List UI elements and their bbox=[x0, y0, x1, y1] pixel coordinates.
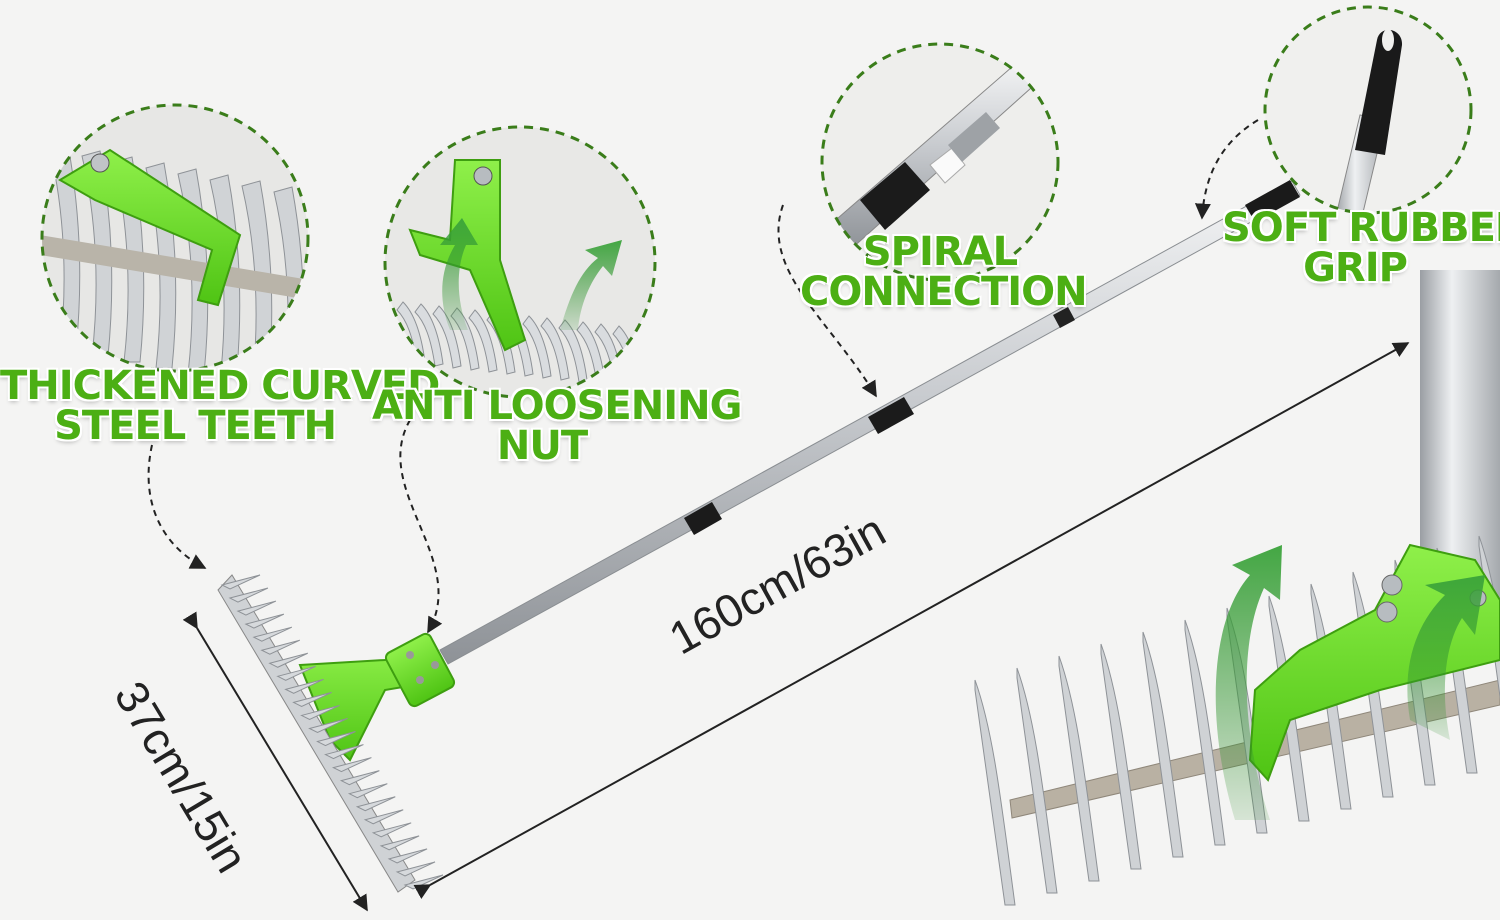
rake-tooth bbox=[1058, 655, 1100, 882]
callout-teeth-circle bbox=[40, 103, 310, 373]
rake-tooth bbox=[379, 835, 420, 851]
label-nut-line1: ANTI LOOSENING bbox=[372, 383, 742, 429]
label-spiral-line1: SPIRAL bbox=[862, 229, 1018, 275]
rake-tooth bbox=[228, 587, 269, 603]
width-dimension-line bbox=[182, 611, 368, 912]
rake-tooth bbox=[220, 574, 261, 590]
length-dimension-line bbox=[413, 342, 1410, 899]
label-teeth-line2: STEEL TEETH bbox=[54, 403, 337, 449]
rotate-arrow-icon bbox=[560, 240, 622, 330]
label-nut: ANTI LOOSENING NUT bbox=[372, 383, 742, 469]
label-teeth: THICKENED CURVED STEEL TEETH bbox=[0, 363, 440, 449]
label-spiral: SPIRAL CONNECTION bbox=[800, 229, 1088, 315]
pointer-spiral bbox=[777, 204, 877, 398]
label-grip: SOFT RUBBER GRIP bbox=[1222, 205, 1500, 291]
label-grip-line1: SOFT RUBBER bbox=[1222, 205, 1500, 251]
rake-tooth bbox=[522, 315, 552, 379]
label-spiral-line2: CONNECTION bbox=[800, 269, 1088, 315]
rotate-arrow-icon bbox=[1407, 575, 1485, 740]
callout-spiral-circle bbox=[820, 42, 1060, 282]
label-nut-line2: NUT bbox=[496, 423, 588, 469]
rake-tooth bbox=[974, 679, 1016, 906]
pointer-teeth bbox=[147, 444, 207, 569]
rotate-arrow-icon bbox=[440, 218, 478, 330]
closeup-rake-head bbox=[974, 270, 1500, 906]
rake-tooth bbox=[414, 303, 444, 367]
pointer-nut bbox=[399, 419, 443, 634]
label-grip-line2: GRIP bbox=[1303, 245, 1408, 291]
rake-tooth bbox=[363, 809, 404, 825]
rake-tooth bbox=[371, 822, 412, 838]
rake-tooth bbox=[1142, 631, 1184, 858]
label-teeth-line1: THICKENED CURVED bbox=[0, 363, 440, 409]
rake-tooth bbox=[1016, 667, 1058, 894]
callout-grip-circle bbox=[1263, 5, 1473, 215]
rake-tooth bbox=[540, 317, 570, 381]
pointer-grip bbox=[1194, 119, 1259, 220]
rake-tooth bbox=[468, 309, 498, 373]
rake-tooth bbox=[1100, 643, 1142, 870]
callout-nut-circle bbox=[383, 125, 657, 399]
